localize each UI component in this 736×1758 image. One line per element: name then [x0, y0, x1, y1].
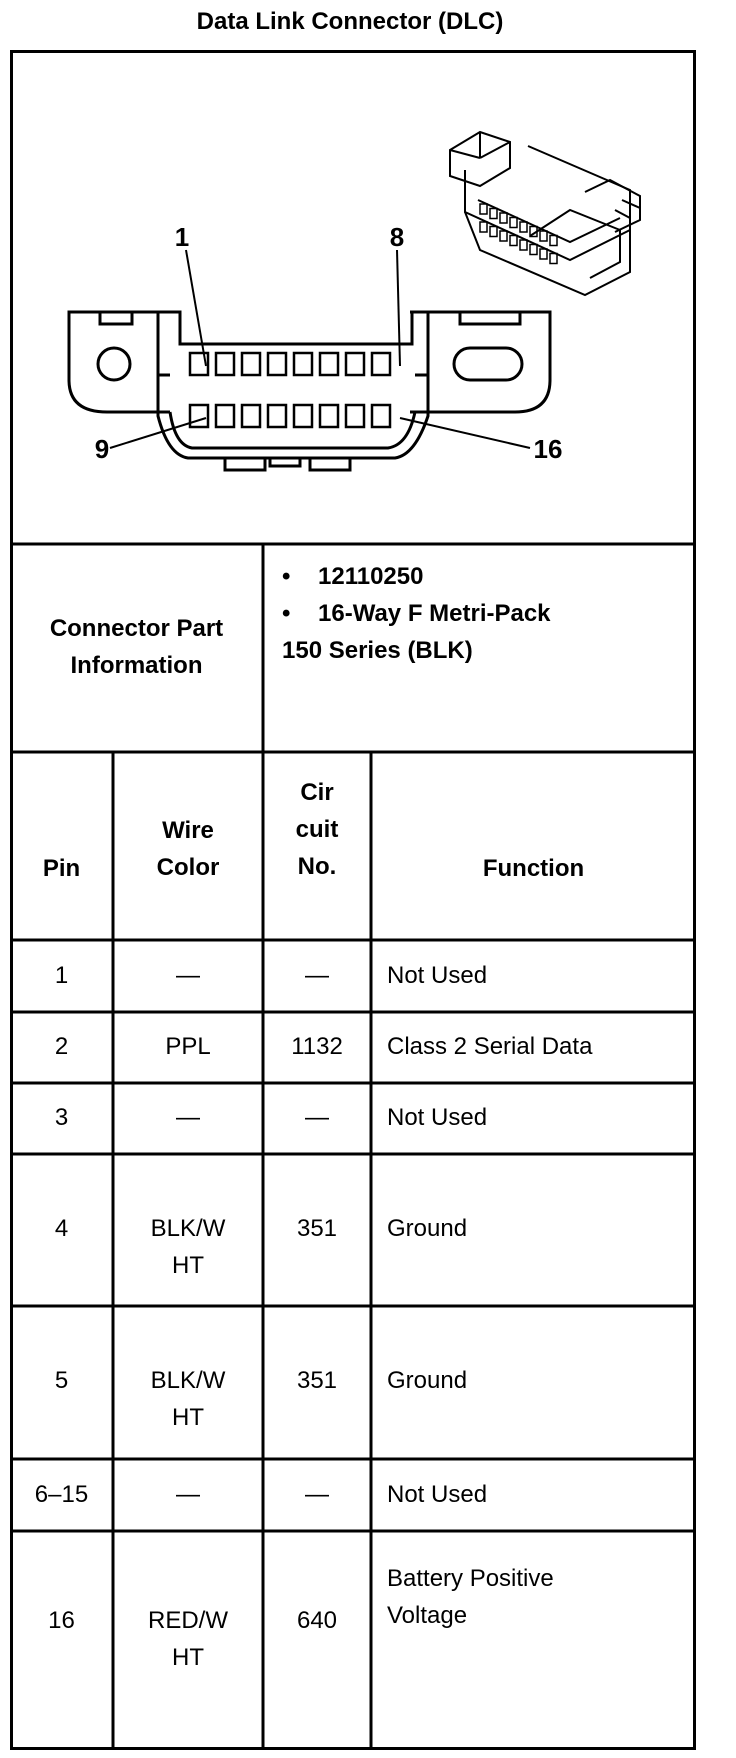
connector-face-illustration — [67, 310, 552, 472]
row-2-pin: 2 — [54, 1033, 69, 1060]
row-3-wire: — — [176, 1104, 200, 1131]
connector-isometric-illustration — [449, 130, 641, 297]
row-7-circuit: 640 — [296, 1607, 338, 1634]
row-5-pin: 5 — [54, 1367, 69, 1394]
header-wire-line2: Color — [156, 854, 220, 882]
isometric-cavity — [499, 212, 508, 224]
pin-cavity-rows — [188, 351, 392, 429]
row-2-wire: PPL — [165, 1033, 211, 1060]
row-4-pin: 4 — [54, 1215, 69, 1242]
isometric-cavity — [479, 203, 488, 215]
pin-label-1: 1 — [175, 222, 189, 252]
header-function: Function — [482, 855, 585, 882]
isometric-cavity — [489, 207, 498, 220]
connector-series: 150 Series (BLK) — [282, 637, 473, 665]
pin-cavity — [240, 403, 262, 429]
pin-cavity — [188, 403, 210, 429]
pin-cavity — [344, 403, 366, 429]
isometric-cavity — [509, 216, 518, 229]
pin-cavity — [318, 403, 340, 429]
isometric-cavity — [529, 225, 538, 238]
isometric-cavity — [529, 243, 538, 256]
header-wire-line1: Wire — [162, 817, 214, 844]
row-4-circuit: 351 — [296, 1215, 338, 1242]
row-4-wire: BLK/W HT — [113, 1210, 263, 1284]
pin-cavity — [292, 403, 314, 429]
table-grid — [10, 50, 696, 1750]
pin-cavity — [266, 351, 288, 377]
isometric-cavity — [499, 230, 508, 242]
dlc-connector-diagram: 1 8 9 16 — [67, 130, 641, 472]
pin-cavity — [370, 403, 392, 429]
isometric-cavity — [549, 252, 558, 265]
connector-info-label-line1: Connector Part — [49, 615, 224, 642]
document-title: Data Link Connector (DLC) — [196, 8, 504, 35]
row-6-circuit: — — [305, 1481, 329, 1508]
isometric-cavity — [549, 234, 558, 247]
header-wire-color: Wire Color — [113, 812, 263, 886]
row-4-wire-line1: BLK/W — [150, 1215, 226, 1242]
row-7-function: Battery Positive Voltage — [387, 1560, 554, 1634]
row-5-wire: BLK/W HT — [113, 1362, 263, 1436]
part-number-bullet: •12110250 — [282, 563, 424, 590]
row-7-function-line2: Voltage — [387, 1602, 468, 1630]
row-7-wire-line2: HT — [172, 1644, 204, 1672]
pin-cavity — [266, 403, 288, 429]
row-7-wire: RED/W HT — [113, 1602, 263, 1676]
row-5-circuit: 351 — [296, 1367, 338, 1394]
isometric-cavity — [519, 239, 528, 251]
row-7-wire-line1: RED/W — [148, 1607, 228, 1634]
row-5-wire-line1: BLK/W — [150, 1367, 226, 1394]
row-5-wire-line2: HT — [172, 1404, 204, 1432]
pin-cavity — [240, 351, 262, 377]
pin-label-16: 16 — [534, 434, 563, 464]
row-4-function: Ground — [387, 1215, 468, 1242]
part-number: 12110250 — [318, 563, 424, 590]
isometric-cavity — [539, 230, 548, 242]
isometric-pin-cavities — [479, 203, 558, 265]
pin-cavity — [292, 351, 314, 377]
row-3-circuit: — — [305, 1104, 329, 1131]
row-1-circuit: — — [305, 962, 329, 989]
pin-cavity — [188, 351, 210, 377]
connector-type: 16-Way F Metri-Pack — [318, 600, 551, 628]
isometric-cavity — [539, 248, 548, 260]
row-6-function: Not Used — [387, 1481, 488, 1508]
connector-part-info-label: Connector Part Information — [10, 610, 263, 684]
row-6-wire: — — [176, 1481, 200, 1508]
isometric-cavity — [509, 234, 518, 247]
row-2-circuit: 1132 — [291, 1033, 343, 1060]
row-6-pin: 6–15 — [34, 1481, 89, 1508]
header-circuit-line3: No. — [297, 853, 337, 881]
row-3-function: Not Used — [387, 1104, 488, 1131]
connector-type-bullet: •16-Way F Metri-Pack — [282, 600, 551, 628]
pin-label-8: 8 — [390, 222, 404, 252]
pin-label-9: 9 — [95, 434, 109, 464]
row-7-function-line1: Battery Positive — [387, 1565, 554, 1592]
row-3-pin: 3 — [54, 1104, 69, 1131]
isometric-cavity — [489, 225, 498, 238]
header-circuit-line2: cuit — [295, 816, 339, 844]
pin-cavity — [318, 351, 340, 377]
row-1-function: Not Used — [387, 962, 488, 989]
connector-part-info-value: •12110250 •16-Way F Metri-Pack 150 Serie… — [282, 558, 692, 670]
pin-cavity — [370, 351, 392, 377]
row-5-function: Ground — [387, 1367, 468, 1394]
header-circuit-line1: Cir — [300, 779, 334, 806]
pin-cavity — [214, 351, 236, 377]
header-circuit-no: Cir cuit No. — [263, 774, 371, 886]
connector-info-label-line2: Information — [70, 652, 203, 680]
row-7-pin: 16 — [48, 1607, 75, 1634]
isometric-cavity — [479, 221, 488, 233]
pin-cavity — [214, 403, 236, 429]
isometric-cavity — [519, 221, 528, 233]
header-pin: Pin — [42, 855, 81, 882]
pin-leader-lines — [109, 249, 531, 449]
row-4-wire-line2: HT — [172, 1252, 204, 1280]
pin-cavity — [344, 351, 366, 377]
row-1-pin: 1 — [54, 962, 69, 989]
row-2-function: Class 2 Serial Data — [387, 1033, 593, 1060]
row-1-wire: — — [176, 962, 200, 989]
dlc-table-frame: 1 8 9 16 Connector Part Information •121… — [10, 50, 696, 1750]
